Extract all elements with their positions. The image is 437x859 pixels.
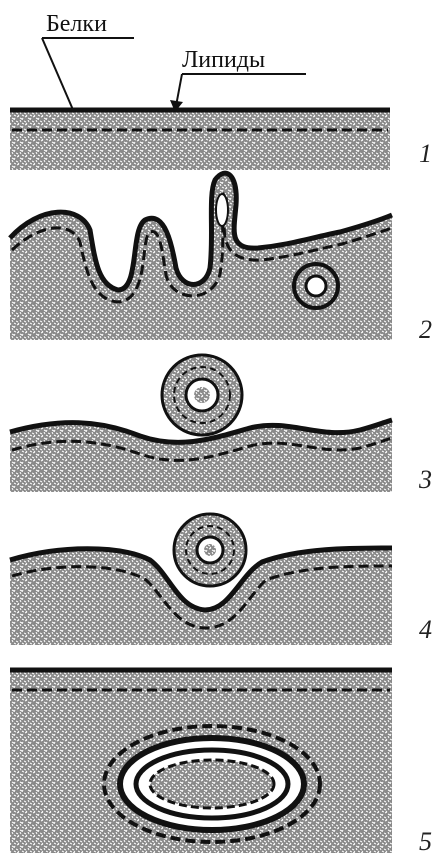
lipids-label: Липиды — [182, 48, 265, 72]
stage-number-1: 1 — [419, 141, 432, 167]
stage-number-4: 4 — [419, 617, 432, 643]
panel-4-vesicle-invagination — [10, 514, 392, 645]
panel-5-internalized-vesicle — [10, 668, 392, 853]
panel-2-membrane-folds — [10, 173, 392, 340]
stage-number-3: 3 — [419, 467, 432, 493]
proteins-label: Белки — [46, 12, 107, 36]
panel-3-vesicle-approach — [10, 355, 392, 492]
panel-1-flat-membrane — [10, 108, 390, 170]
stage-number-2: 2 — [419, 317, 432, 343]
stage-number-5: 5 — [419, 829, 432, 855]
